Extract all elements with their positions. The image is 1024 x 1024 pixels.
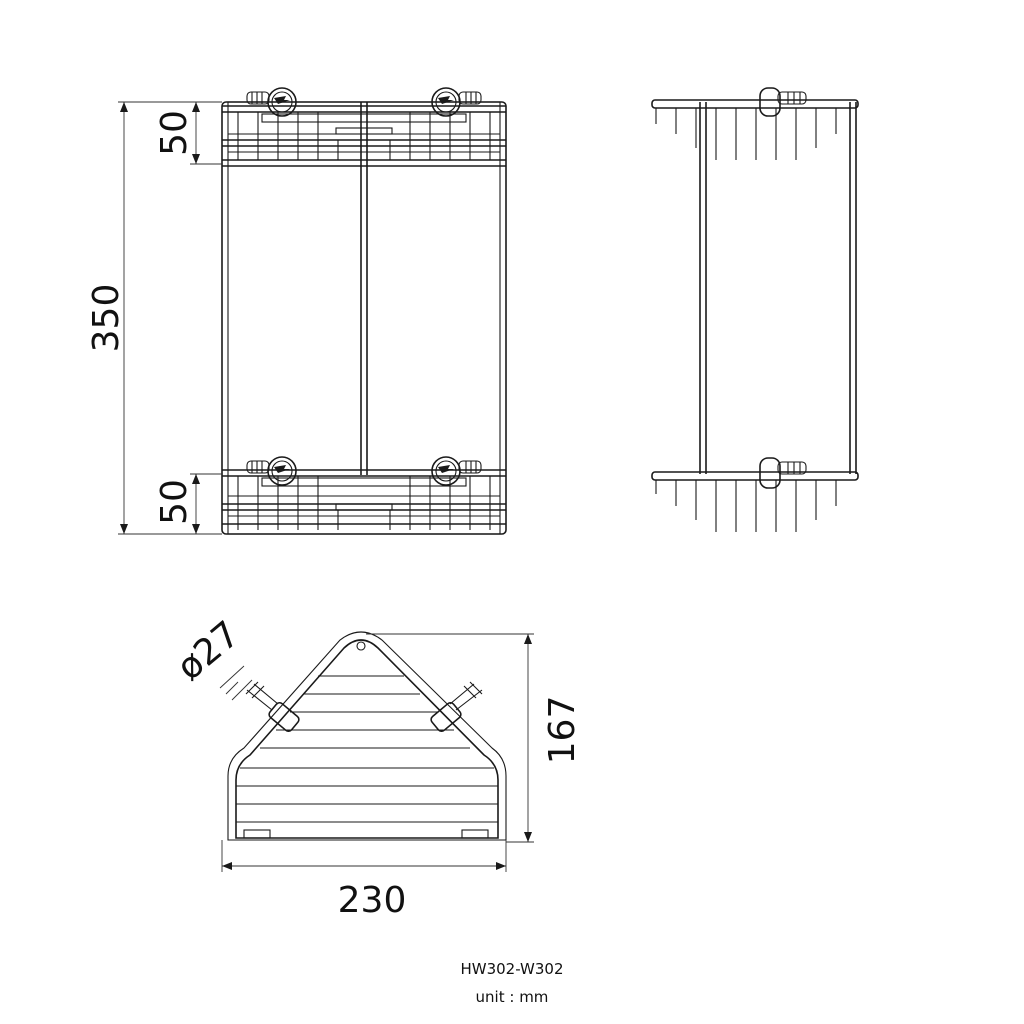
- pipe-diameter-label: ø27: [169, 614, 247, 689]
- top-view-rim: [227, 631, 507, 841]
- wh-logo-icon: [274, 96, 290, 104]
- bottom-basket-label: 50: [154, 479, 195, 525]
- unit-label: unit : mm: [475, 988, 549, 1006]
- mount-bottom-right: [431, 456, 482, 486]
- front-inner-frame: [227, 101, 501, 535]
- top-view: ø27 230 167: [169, 614, 583, 921]
- mount-top-left: [246, 87, 297, 117]
- front-top-basket: [222, 87, 506, 167]
- top-view-mount-left: [245, 681, 300, 733]
- side-mount-bottom: [759, 457, 807, 489]
- dimension-height-total: 350: [86, 101, 222, 535]
- height-total-label: 350: [86, 284, 127, 353]
- dimension-bottom-basket: 50: [154, 473, 222, 534]
- width-label: 230: [338, 880, 407, 921]
- side-mount-top: [759, 87, 807, 117]
- dimension-top-basket: 50: [154, 101, 222, 165]
- dimension-pipe-diameter: ø27: [169, 614, 253, 701]
- front-view: 350 50 50: [86, 87, 507, 535]
- top-basket-label: 50: [154, 110, 195, 156]
- model-number: HW302-W302: [460, 960, 564, 978]
- mount-bottom-left: [246, 456, 297, 486]
- dimension-width: 230: [221, 840, 507, 921]
- dimension-depth: 167: [366, 633, 583, 843]
- top-view-mount-right: [430, 681, 483, 733]
- depth-label: 167: [542, 696, 583, 765]
- mount-top-right: [431, 87, 482, 117]
- front-bottom-basket: [222, 456, 506, 530]
- top-view-outer: [235, 639, 499, 839]
- wh-logo-icon: [438, 465, 454, 473]
- wh-logo-icon: [438, 96, 454, 104]
- wh-logo-icon: [274, 465, 290, 473]
- side-view: [651, 87, 859, 532]
